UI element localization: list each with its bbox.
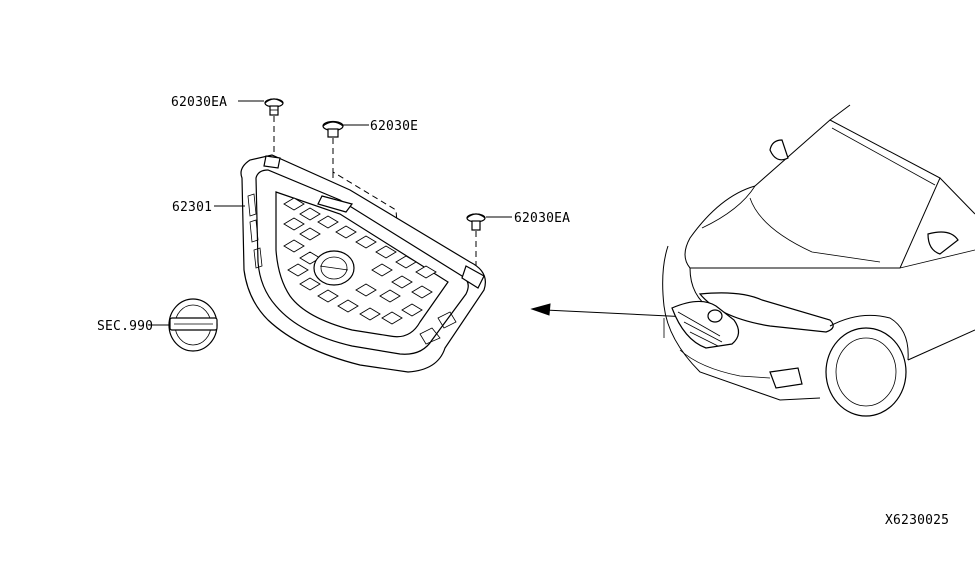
diagram-id: X6230025 (885, 513, 949, 528)
label-emblem: SEC.990 (97, 319, 153, 334)
grille-mesh (283, 197, 437, 325)
clip-top-left-icon (264, 98, 284, 116)
label-clip-right: 62030EA (514, 211, 570, 226)
clip-top-mid-icon (322, 120, 344, 138)
label-clip-top-left: 62030EA (171, 95, 227, 110)
clip-right-icon (466, 213, 486, 231)
vehicle-front-icon (662, 104, 975, 417)
label-grille: 62301 (172, 200, 212, 215)
grille-emblem-mount-icon (313, 250, 355, 286)
emblem-icon (168, 298, 218, 352)
grille-assembly (240, 154, 486, 373)
label-clip-top-mid: 62030E (370, 119, 418, 134)
